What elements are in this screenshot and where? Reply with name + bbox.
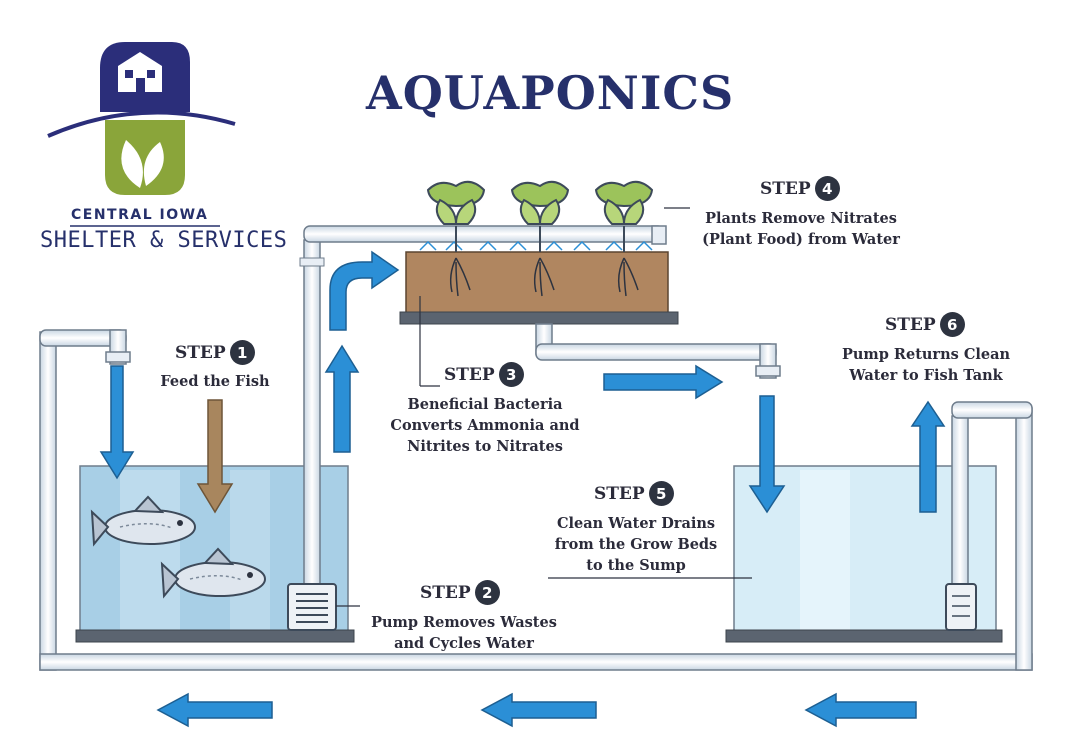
step-1-heading: STEP 1 [175,340,255,365]
plant-1 [426,180,486,297]
arrow-bottom-1 [156,692,273,728]
riser-pipe [299,225,667,587]
step-6-number: 6 [939,312,965,337]
step-2-label: STEP [420,582,471,603]
arrow-into-sump [748,395,786,514]
step-4-label: STEP [760,178,811,199]
page-title: AQUAPONICS [366,66,735,120]
arrow-curve-to-bed [329,250,400,331]
step-3-heading: STEP 3 [444,362,524,387]
arrow-bottom-3 [804,692,917,728]
step-1-number: 1 [229,340,255,365]
flow-arrows [99,250,946,728]
step-3-number: 3 [498,362,524,387]
drain-pipe [535,323,781,379]
step-5-heading: STEP 5 [594,481,674,506]
step-5-text: Clean Water Drains from the Grow Beds to… [554,515,718,574]
step-1-text: Feed the Fish [160,373,270,390]
fish-1 [90,495,196,547]
logo [47,42,236,227]
return-pipe [39,329,1033,671]
org-name-line2: SHELTER & SERVICES [40,228,288,253]
step-6-heading: STEP 6 [885,312,965,337]
spray-nozzles [419,240,653,251]
step-4-number: 4 [814,176,840,201]
arrow-into-fish-tank [99,365,135,480]
step-4-text: Plants Remove Nitrates (Plant Food) from… [702,210,900,248]
pump-1 [287,583,360,631]
step-1-label: STEP [175,342,226,363]
arrow-drain-right [603,364,724,400]
step-2-heading: STEP 2 [420,580,500,605]
food-arrow [196,399,234,514]
pump-2 [945,401,1033,631]
step-3-text: Beneficial Bacteria Converts Ammonia and… [390,396,580,455]
plant-3 [594,180,654,297]
step-3-label: STEP [444,364,495,385]
step-6-label: STEP [885,314,936,335]
org-name-line1: CENTRAL IOWA [71,207,209,223]
step-5-label: STEP [594,483,645,504]
step-2-text: Pump Removes Wastes and Cycles Water [371,614,557,652]
plant-2 [510,180,570,297]
step-4-heading: STEP 4 [760,176,840,201]
arrow-bottom-2 [480,692,597,728]
step-2-number: 2 [474,580,500,605]
arrow-up-riser [324,344,360,453]
fish-2 [160,547,266,599]
arrow-up-return [910,400,946,513]
step-5-number: 5 [648,481,674,506]
step-6-text: Pump Returns Clean Water to Fish Tank [841,346,1011,384]
